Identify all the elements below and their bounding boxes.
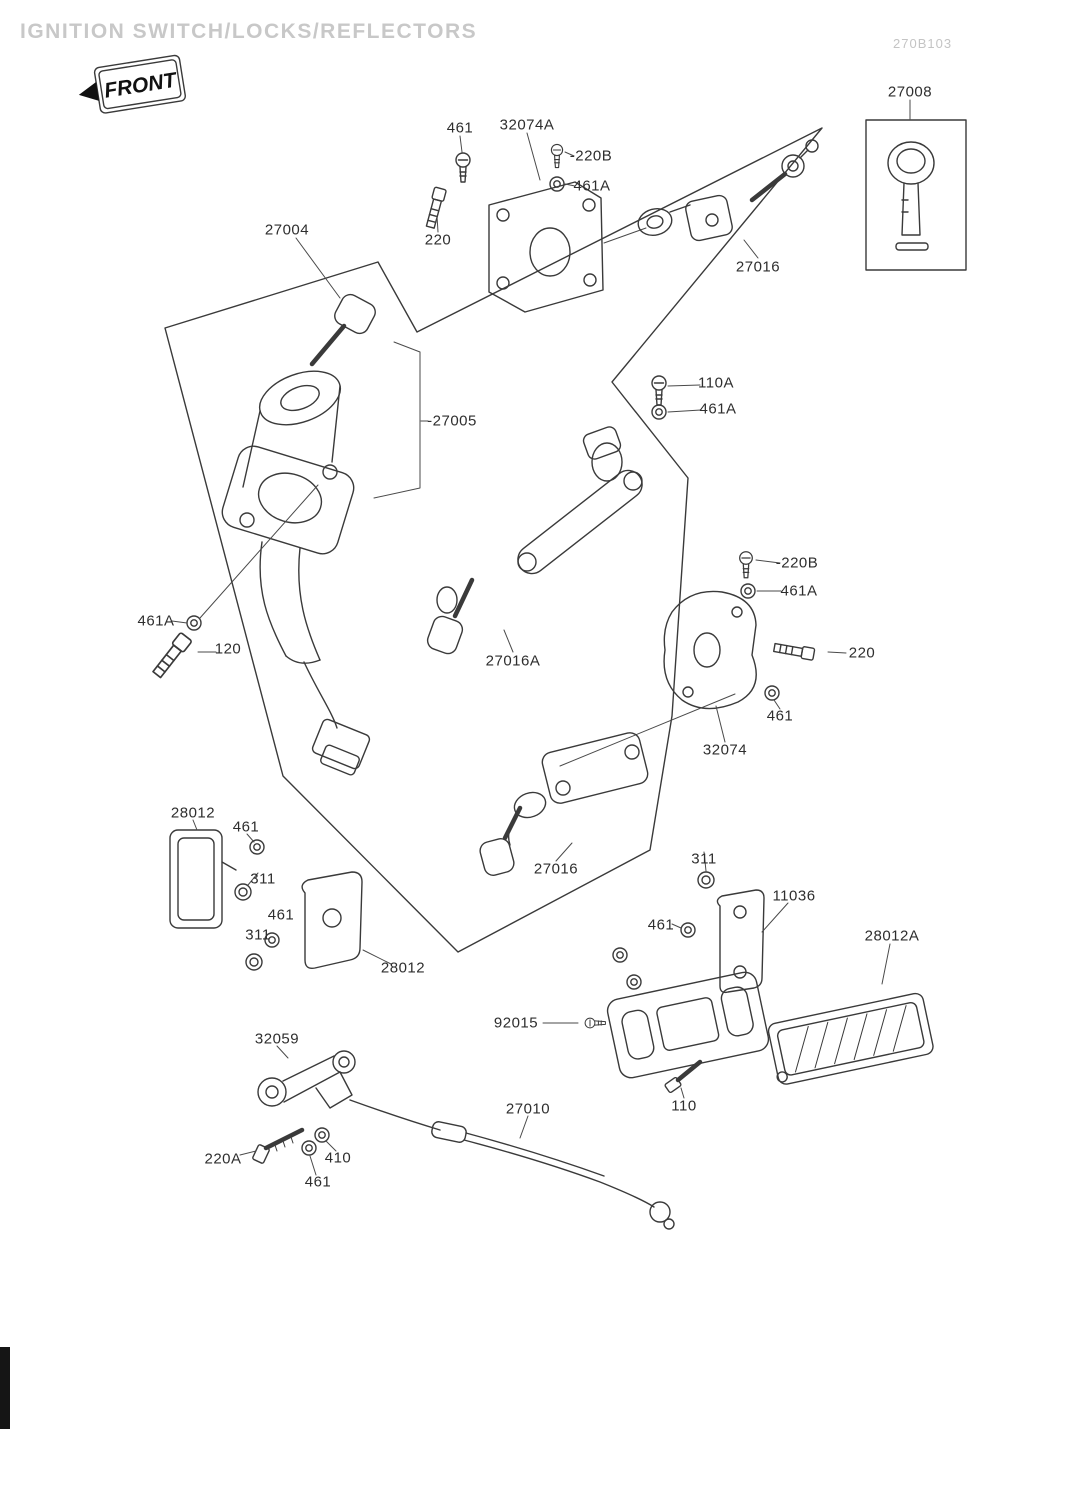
part-label-311: 311 — [245, 926, 271, 944]
bracket-32074-drawing — [559, 590, 757, 767]
part-label-461A: 461A — [780, 582, 818, 600]
cable-27010-drawing — [349, 1099, 675, 1230]
part-label-220: 220 — [848, 644, 876, 662]
part-label-27005: -27005 — [427, 412, 477, 430]
fastener-461-reflector-left — [246, 833, 265, 855]
part-label-461: 461 — [766, 707, 794, 725]
part-label-27008: 27008 — [887, 83, 933, 101]
fastener-311-reflector-left — [234, 872, 259, 901]
fastener-washers-92015 — [612, 947, 642, 990]
part-label-461A: 461A — [573, 177, 611, 195]
part-label-410: 410 — [324, 1149, 352, 1167]
part-label-110: 110 — [671, 1097, 697, 1115]
part-label-28012A: 28012A — [864, 927, 920, 945]
fastener-461-bottom-right — [671, 922, 696, 938]
part-label-311: 311 — [250, 870, 276, 888]
fastener-461A-top — [549, 176, 576, 192]
fastener-461-right — [764, 685, 781, 710]
fastener-461-bottom-left — [301, 1140, 317, 1176]
part-label-461: 461 — [304, 1173, 332, 1191]
assembly-boundary-outline — [164, 127, 823, 953]
fastener-311-reflector-left-2 — [245, 953, 263, 971]
part-label-32059: 32059 — [254, 1030, 300, 1048]
front-direction-badge: FRONT — [78, 54, 186, 114]
part-label-32074: 32074 — [702, 741, 748, 759]
part-label-27010: 27010 — [505, 1100, 551, 1118]
part-label-461: 461 — [267, 906, 295, 924]
bracket-11036-drawing — [716, 889, 789, 994]
fastener-461A-right — [740, 583, 782, 599]
part-label-461A: 461A — [137, 612, 175, 630]
part-label-92015: 92015 — [493, 1014, 539, 1032]
part-label-220: 220 — [424, 231, 452, 249]
part-label-28012: 28012 — [380, 959, 426, 977]
fastener-220-top — [423, 186, 448, 233]
part-label-220B: -220B — [569, 147, 613, 165]
part-label-27016: 27016 — [735, 258, 781, 276]
seat-lock-27016A-drawing — [426, 426, 643, 655]
part-label-32074A: 32074A — [499, 116, 555, 134]
fiche-ref-code: 270B103 — [893, 36, 953, 51]
fastener-110-bottom — [664, 1059, 703, 1099]
fastener-410-bottom — [314, 1127, 337, 1152]
part-label-461: 461 — [647, 916, 675, 934]
fastener-461-top — [455, 135, 471, 183]
ignition-switch-27005-drawing — [221, 237, 429, 776]
part-label-28012: 28012 — [170, 804, 216, 822]
part-label-461A: 461A — [699, 400, 737, 418]
bracket-32059-drawing — [257, 1045, 356, 1109]
reflector-28012A-drawing — [767, 943, 934, 1085]
part-label-120: 120 — [214, 640, 242, 658]
part-label-220A: 220A — [204, 1150, 242, 1168]
scan-artifact-bar — [0, 1347, 10, 1429]
plate-92015-drawing — [542, 971, 770, 1079]
part-label-11036: 11036 — [772, 887, 816, 905]
fastener-120-461A-left — [150, 484, 319, 680]
part-label-461: 461 — [446, 119, 474, 137]
part-label-220B: -220B — [775, 554, 819, 572]
part-label-27016: 27016 — [533, 860, 579, 878]
helmet-lock-27016-drawing — [479, 732, 649, 876]
fastener-220-right — [772, 640, 847, 662]
key-blank-27008-drawing — [865, 99, 967, 271]
fastener-220B-top — [550, 143, 575, 169]
lock-27016-top-drawing — [637, 139, 819, 259]
reflector-28012-left-drawing — [169, 819, 237, 929]
fastener-220A-bottom — [239, 1127, 305, 1164]
reflector-bracket-28012-drawing — [301, 871, 392, 970]
part-label-27004: 27004 — [264, 221, 310, 239]
part-label-27016A: 27016A — [485, 652, 541, 670]
part-label-110A: 110A — [698, 374, 734, 392]
front-label: FRONT — [103, 68, 180, 102]
fastener-311-right — [697, 851, 715, 889]
fastener-110A — [651, 375, 701, 406]
part-label-461: 461 — [232, 818, 260, 836]
fastener-461A-center — [651, 404, 702, 420]
bracket-32074A-drawing — [488, 132, 647, 313]
page-title: IGNITION SWITCH/LOCKS/REFLECTORS — [20, 20, 478, 43]
fastener-220B-right — [739, 551, 781, 579]
part-label-311: 311 — [691, 850, 717, 868]
